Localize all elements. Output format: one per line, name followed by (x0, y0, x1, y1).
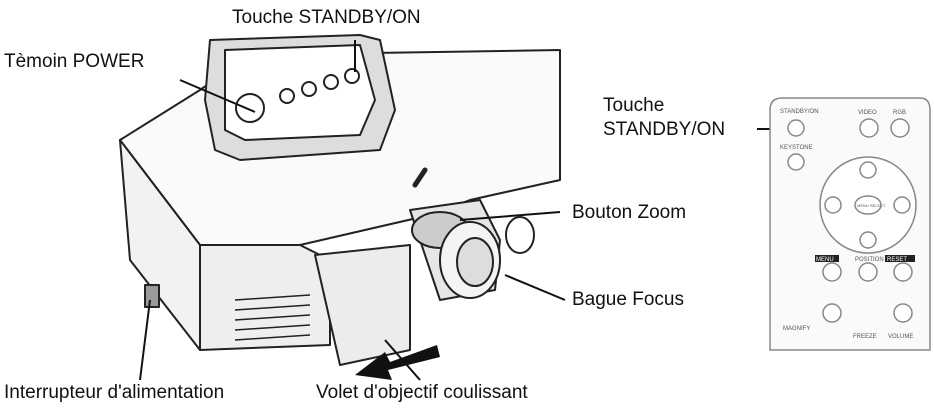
remote-label-menu: MENU (816, 257, 834, 263)
remote-label-video: VIDEO (858, 110, 877, 116)
label-standby-on-top: Touche STANDBY/ON (232, 7, 421, 28)
remote-label-reset: RESET (887, 257, 907, 263)
remote-label-volume: VOLUME (888, 334, 913, 340)
label-zoom-button: Bouton Zoom (572, 202, 687, 223)
label-power-indicator: Tèmoin POWER (4, 51, 145, 72)
remote-label-center: MENU SELECT (857, 203, 886, 208)
label-focus-ring: Bague Focus (572, 289, 684, 310)
power-switch-shape (144, 284, 160, 308)
label-power-switch: Interrupteur d'alimentation (4, 382, 225, 403)
label-lens-shutter: Volet d'objectif coulissant (316, 382, 528, 403)
remote-label-freeze: FREEZE (853, 334, 877, 340)
remote-label-magnify: MAGNIFY (783, 326, 810, 332)
slide-arrow (355, 345, 440, 380)
label-standby-remote-line2: STANDBY/ON (603, 119, 726, 140)
remote-label-position: POSITION (855, 257, 884, 263)
remote-control (769, 97, 931, 351)
remote-standby-button (787, 119, 805, 137)
label-standby-remote-line1: Touche (603, 95, 665, 116)
remote-label-keystone: KEYSTONE (780, 145, 813, 151)
lens-shutter (314, 244, 411, 366)
remote-label-rgb: RGB (893, 110, 906, 116)
remote-label-standby: STANDBY/ON (780, 109, 819, 115)
